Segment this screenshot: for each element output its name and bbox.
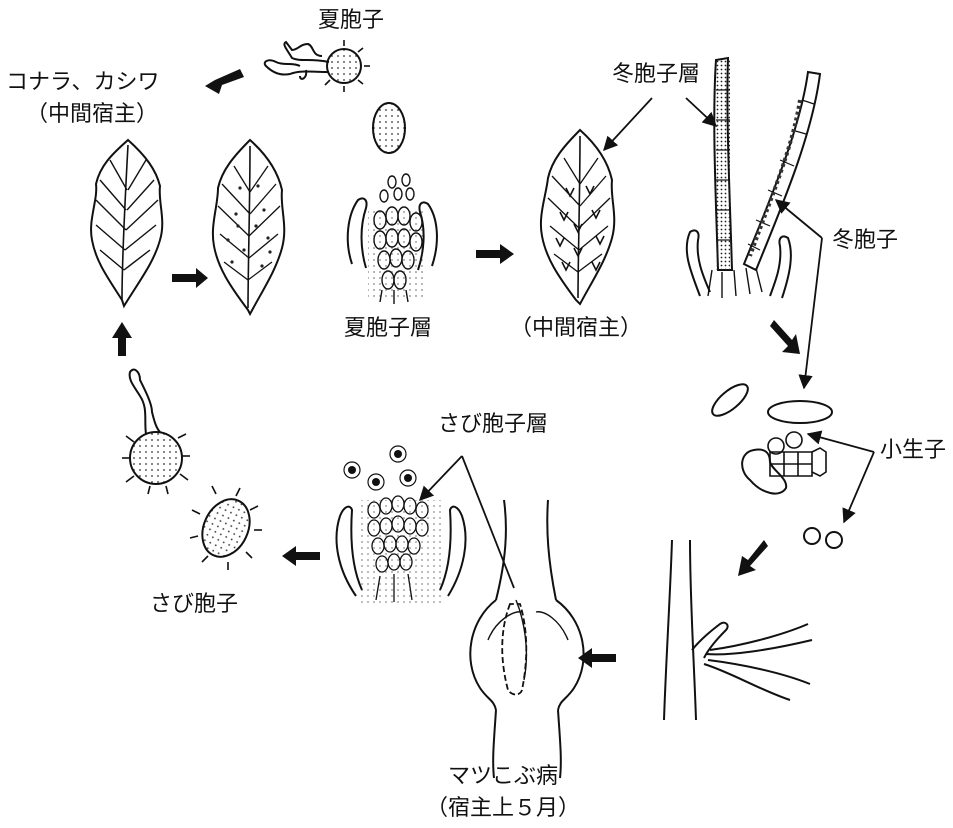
label-basidiospore: 小生子	[880, 440, 946, 462]
aeciospore	[190, 486, 262, 570]
basidiospores	[707, 379, 842, 548]
germinating-urediniospore	[265, 40, 370, 92]
aecium	[337, 446, 466, 606]
label-uredinium: 夏胞子層	[344, 318, 432, 340]
label-host-name: コナラ、カシワ	[6, 72, 160, 94]
label-urediniospore: 夏胞子	[318, 10, 384, 32]
oak-leaf-with-uredinia	[213, 140, 284, 314]
label-disease-note: （宿主上５月）	[426, 798, 580, 820]
telial-columns	[687, 58, 820, 298]
pine-gall	[470, 500, 583, 778]
label-intermediate-host: （中間宿主）	[510, 318, 642, 340]
label-aecium: さび胞子層	[438, 414, 548, 436]
label-host-note: （中間宿主）	[26, 104, 158, 126]
label-teliospore: 冬胞子	[832, 230, 898, 252]
oak-leaf-healthy	[91, 140, 162, 306]
label-aeciospore: さび胞子	[150, 594, 238, 616]
urediniospore	[373, 103, 405, 153]
cycle-arrows	[112, 69, 800, 668]
germinating-aeciospore	[122, 370, 190, 494]
label-telium: 冬胞子層	[612, 64, 700, 86]
pointer-arrows	[420, 98, 874, 588]
pine-branch	[664, 540, 812, 720]
uredinium	[348, 174, 437, 304]
label-disease: マツこぶ病	[448, 766, 558, 788]
oak-leaf-with-telia	[541, 130, 614, 304]
